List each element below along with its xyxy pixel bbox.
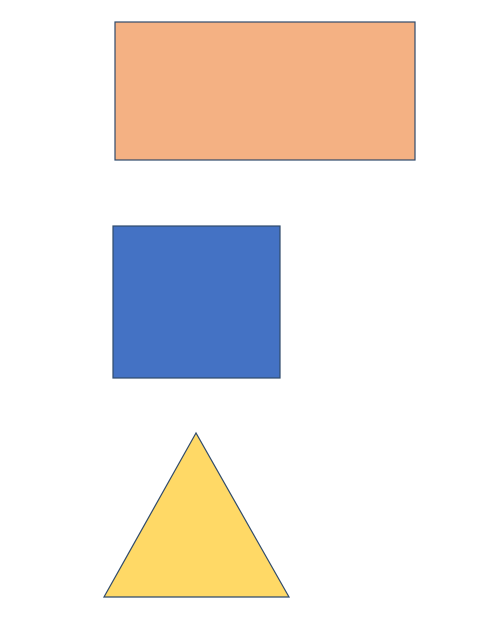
- blue-square[interactable]: [112, 225, 281, 379]
- orange-rectangle[interactable]: [114, 21, 416, 161]
- yellow-triangle[interactable]: [102, 431, 291, 598]
